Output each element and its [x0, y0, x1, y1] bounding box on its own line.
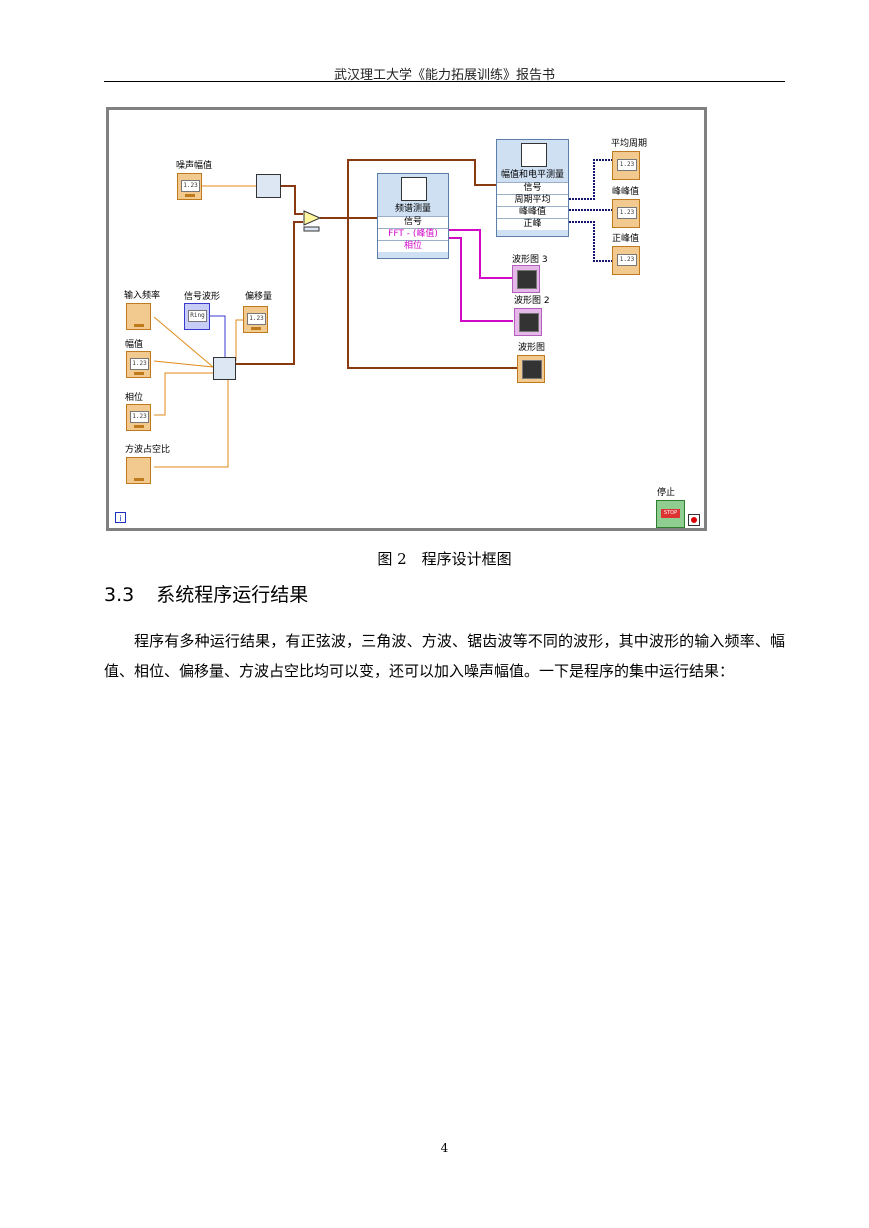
amplitude-vi-row-period: 周期平均 [497, 194, 568, 206]
graph2-label: 波形图 2 [514, 296, 550, 306]
wire-wave [210, 315, 226, 357]
offset-label: 偏移量 [245, 292, 273, 302]
iteration-info-icon: i [115, 512, 126, 523]
freq-label: 输入频率 [124, 291, 161, 301]
graph2-indicator [514, 308, 542, 336]
avg-period-indicator: 1.23 [612, 151, 640, 180]
basic-function-generator-node[interactable] [213, 357, 236, 380]
p2p-indicator: 1.23 [612, 199, 640, 228]
section-title: 系统程序运行结果 [156, 584, 309, 606]
amp-control[interactable]: 1.23 [126, 351, 151, 378]
amplitude-vi-title: 幅值和电平测量 [500, 170, 564, 180]
add-node[interactable] [303, 210, 321, 232]
section-number: 3.3 [104, 584, 135, 606]
amplitude-vi-row-signal: 信号 [497, 182, 568, 194]
wire-add-to-amp [347, 159, 496, 218]
wire-sig-to-add [235, 221, 303, 365]
loop-condition-icon[interactable] [688, 514, 700, 526]
page-header: 武汉理工大学《能力拓展训练》报告书 [333, 68, 555, 83]
spectrum-vi-row-phase: 相位 [378, 240, 448, 252]
wire-phase [154, 372, 213, 416]
wire-offset [235, 319, 243, 361]
wire-phase-out [449, 237, 513, 322]
wave-label: 信号波形 [184, 292, 221, 302]
noise-label: 噪声幅值 [176, 161, 213, 171]
graph3-indicator [512, 265, 540, 293]
freq-control[interactable] [126, 303, 151, 330]
spectrum-vi-icon [401, 177, 427, 201]
phase-control[interactable]: 1.23 [126, 404, 151, 431]
wire-amp [153, 360, 214, 368]
amp-label: 幅值 [125, 340, 144, 350]
pos-peak-label: 正峰值 [612, 234, 640, 244]
body-paragraph: 程序有多种运行结果，有正弦波，三角波、方波、锯齿波等不同的波形，其中波形的输入频… [104, 632, 785, 680]
p2p-label: 峰峰值 [612, 187, 640, 197]
section-heading: 3.3 系统程序运行结果 [104, 580, 308, 607]
spectrum-vi-title: 频谱测量 [394, 204, 431, 214]
diagram-wires [153, 159, 612, 468]
wire-noise-to-add [281, 185, 303, 215]
graph1-label: 波形图 [518, 343, 546, 353]
noise-control[interactable]: 1.23 [177, 173, 202, 200]
header-rule [104, 81, 785, 82]
spectrum-vi-row-fft: FFT - (峰值) [378, 228, 448, 240]
block-diagram: 噪声幅值 1.23 输入频率 幅值 1.23 相位 1.23 方波占空比 信号波… [106, 107, 707, 531]
amplitude-level-vi[interactable]: 幅值和电平测量 信号 周期平均 峰峰值 正峰 [496, 139, 569, 237]
stop-label: 停止 [657, 488, 676, 498]
spectrum-vi-row-signal: 信号 [378, 216, 448, 228]
offset-control[interactable]: 1.23 [243, 306, 268, 333]
wire-pos-peak [569, 221, 612, 262]
wire-freq [153, 316, 214, 368]
wire-duty [154, 380, 229, 468]
amplitude-vi-icon [521, 143, 547, 167]
duty-control[interactable] [126, 457, 151, 484]
wire-avg-period [569, 159, 612, 200]
figure-caption: 图 2 程序设计框图 [377, 550, 512, 568]
phase-label: 相位 [125, 393, 144, 403]
wire-fft [449, 229, 512, 279]
spectrum-measure-vi[interactable]: 频谱测量 信号 FFT - (峰值) 相位 [377, 173, 449, 259]
page-number: 4 [440, 1141, 449, 1155]
noise-generator-node[interactable] [256, 174, 281, 198]
amplitude-vi-row-p2p: 峰峰值 [497, 206, 568, 218]
duty-label: 方波占空比 [125, 445, 171, 455]
pos-peak-indicator: 1.23 [612, 246, 640, 275]
wire-add-to-graph [347, 218, 517, 369]
graph1-indicator [517, 355, 545, 383]
wave-control[interactable]: Ring [184, 303, 210, 330]
amplitude-vi-row-peak: 正峰 [497, 218, 568, 230]
graph3-label: 波形图 3 [512, 255, 548, 265]
stop-button[interactable]: STOP [656, 500, 685, 528]
avg-period-label: 平均周期 [611, 139, 648, 149]
